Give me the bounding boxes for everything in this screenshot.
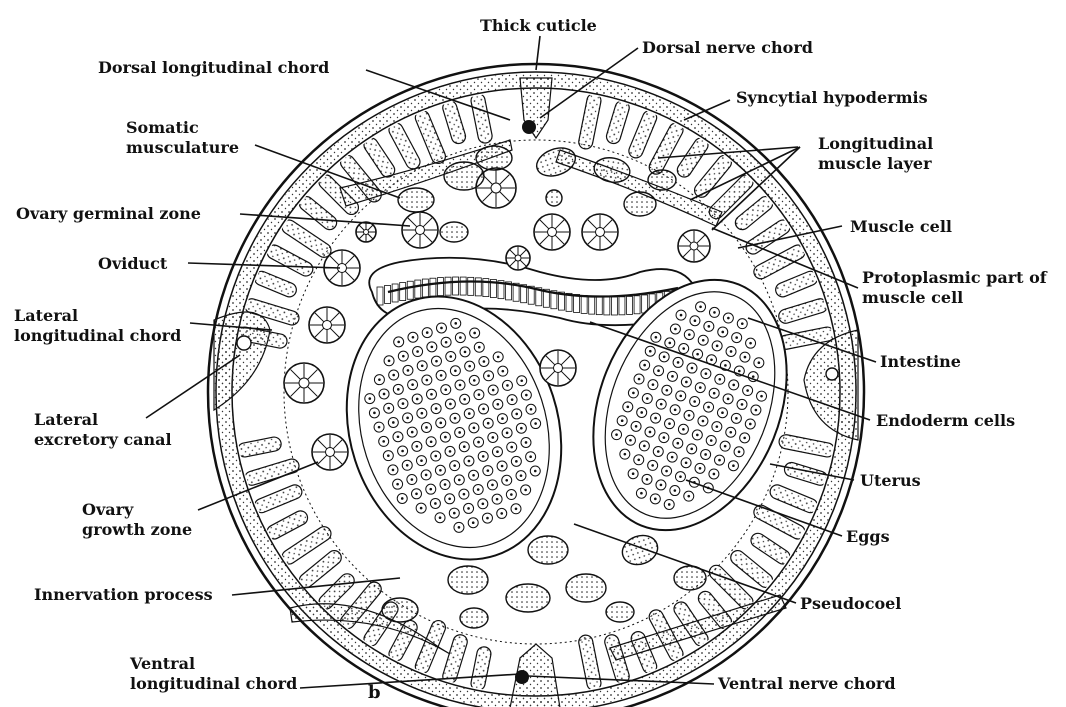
ventral-nerve-chord — [515, 670, 529, 684]
label-thick-cuticle: Thick cuticle — [480, 16, 597, 36]
dorsal-nerve-chord — [522, 120, 536, 134]
label-ovary-germinal-zone: Ovary germinal zone — [16, 204, 201, 224]
label-lateral-longitudinal-chord: Lateral longitudinal chord — [14, 306, 181, 346]
label-longitudinal-muscle-layer: Longitudinal muscle layer — [818, 134, 933, 174]
label-ventral-nerve-chord: Ventral nerve chord — [718, 674, 896, 694]
label-pseudocoel: Pseudocoel — [800, 594, 901, 614]
label-endoderm-cells: Endoderm cells — [876, 411, 1015, 431]
label-oviduct: Oviduct — [98, 254, 167, 274]
label-syncytial-hypodermis: Syncytial hypodermis — [736, 88, 928, 108]
label-eggs: Eggs — [846, 527, 890, 547]
label-intestine: Intestine — [880, 352, 961, 372]
label-dorsal-longitudinal-chord: Dorsal longitudinal chord — [98, 58, 329, 78]
label-protoplasmic-part: Protoplasmic part of muscle cell — [862, 268, 1047, 308]
label-lateral-excretory-canal: Lateral excretory canal — [34, 410, 172, 450]
label-dorsal-nerve-chord: Dorsal nerve chord — [642, 38, 813, 58]
label-innervation-process: Innervation process — [34, 585, 213, 605]
label-muscle-cell: Muscle cell — [850, 217, 952, 237]
lateral-excretory-canal — [237, 336, 251, 350]
figure-sublabel: b — [368, 682, 381, 703]
label-ovary-growth-zone: Ovary growth zone — [82, 500, 192, 540]
label-uterus: Uterus — [860, 471, 921, 491]
label-somatic-musculature: Somatic musculature — [126, 118, 239, 158]
label-ventral-longitudinal-chord: Ventral longitudinal chord — [130, 654, 297, 694]
